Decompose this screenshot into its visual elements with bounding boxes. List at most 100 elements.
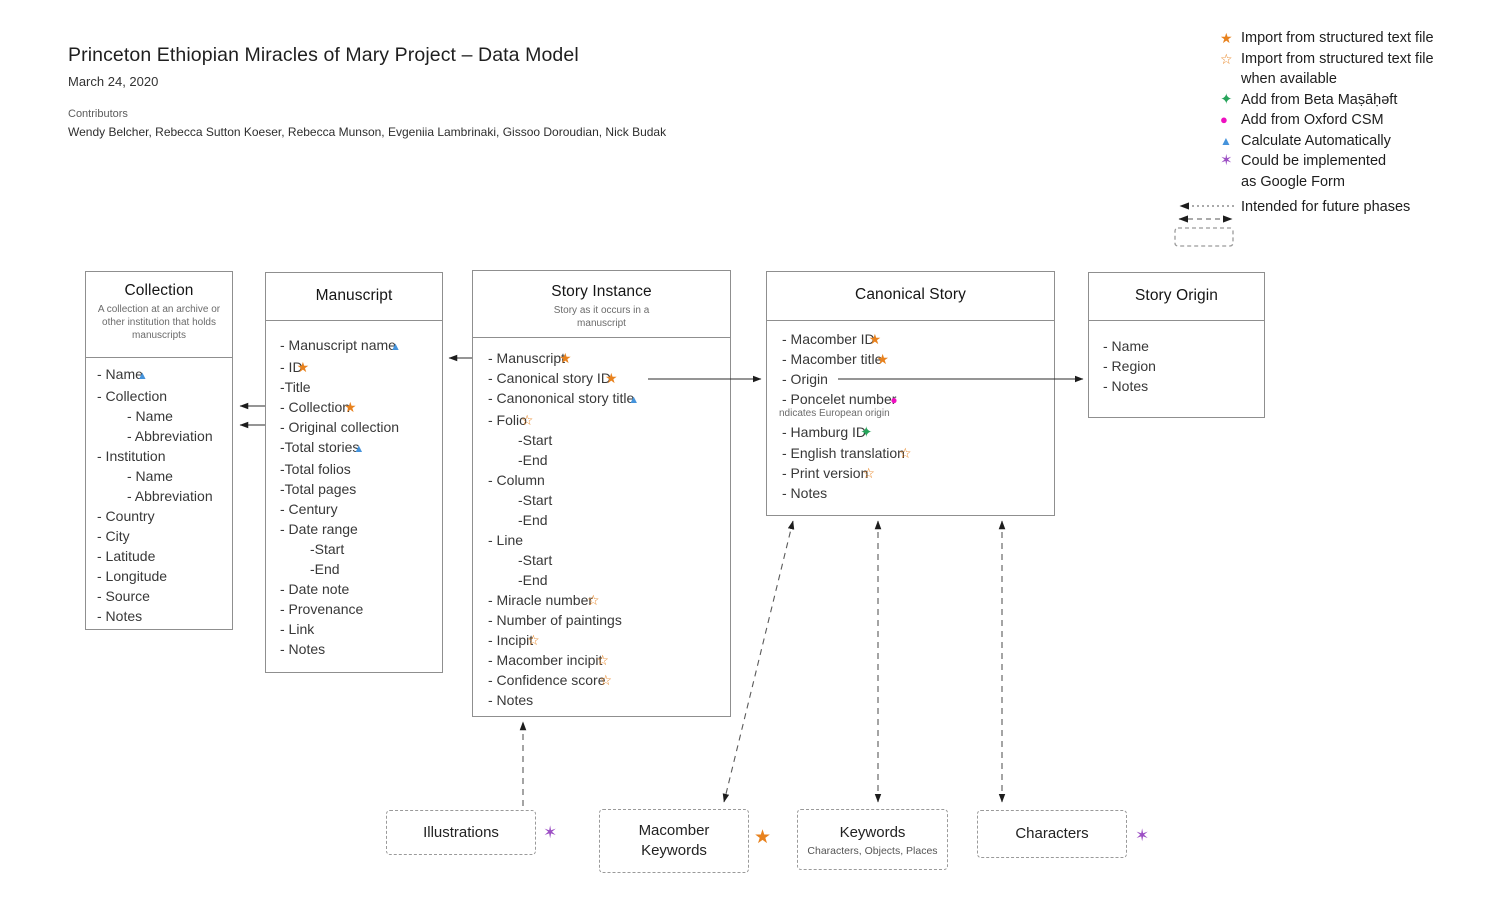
contributors-label: Contributors	[68, 108, 128, 120]
field-label: - Date note	[280, 581, 350, 597]
field-row: -Start	[280, 539, 440, 559]
field-row: - Longitude	[97, 566, 230, 586]
field-label: - Manuscript name	[280, 337, 396, 353]
field-row: -Title	[280, 377, 440, 397]
field-row: - Name	[97, 466, 230, 486]
field-label: - Macomber title	[782, 351, 883, 367]
field-row: - Manuscript★	[488, 348, 728, 368]
entity-header: Canonical Story	[767, 272, 1054, 321]
field-label: - Column	[488, 472, 545, 488]
entity-canonical-story: Canonical Story - Macomber ID★- Macomber…	[766, 271, 1055, 516]
entity-header: Story Origin	[1089, 273, 1264, 321]
field-label: - Link	[280, 621, 315, 637]
legend-label-wrap: Import from structured text file	[1241, 28, 1434, 49]
field-row: - Country	[97, 506, 230, 526]
doc-header: Princeton Ethiopian Miracles of Mary Pro…	[68, 44, 666, 139]
legend-label-line2: as Google Form	[1241, 173, 1345, 190]
field-row: - Notes	[1103, 376, 1262, 396]
legend-label-wrap: Intended for future phases	[1241, 197, 1410, 218]
field-row: - Collection★	[280, 397, 440, 417]
field-label: - Macomber incipit	[488, 652, 603, 668]
field-label: -End	[518, 572, 548, 588]
legend-icon: ★	[1220, 30, 1233, 46]
field-label: -Total stories	[280, 439, 360, 455]
field-row: - Abbreviation	[97, 486, 230, 506]
field-row: - Notes	[782, 483, 1052, 503]
field-row: - Latitude	[97, 546, 230, 566]
field-label: -Start	[518, 552, 553, 568]
field-icon: ★	[604, 370, 618, 386]
field-row: - Source	[97, 586, 230, 606]
entity-title: Story Origin	[1134, 287, 1219, 304]
legend-label: Add from Beta Maṣāḥəft	[1241, 91, 1398, 108]
field-icon: ★	[876, 351, 889, 367]
entity-manuscript: Manuscript - Manuscript name▲- ID★-Title…	[265, 272, 443, 673]
future-box-keywords: Keywords Characters, Objects, Places	[797, 809, 948, 870]
entity-fields: - Manuscript★- Canonical story ID★- Cano…	[473, 338, 730, 710]
field-row: - English translation☆	[782, 443, 1052, 463]
legend-label: Could be implemented	[1241, 153, 1387, 169]
field-label: - Latitude	[97, 548, 156, 564]
future-box-characters: Characters	[977, 810, 1127, 858]
field-label: - Region	[1103, 358, 1156, 374]
field-label: - ID	[280, 359, 303, 375]
field-icon: ★	[344, 399, 357, 415]
field-icon: ☆	[596, 652, 609, 668]
legend-icon: ●	[1220, 112, 1228, 127]
field-row: - Manuscript name▲	[280, 335, 440, 357]
field-icon: ●	[890, 393, 898, 407]
entity-story-instance: Story Instance Story as it occurs in a m…	[472, 270, 731, 717]
field-row: - Collection	[97, 386, 230, 406]
future-box-sublabel: Characters, Objects, Places	[807, 844, 938, 857]
field-row: - ID★	[280, 357, 440, 377]
field-label: - Poncelet number	[782, 391, 897, 407]
field-icon: ▲	[353, 443, 365, 455]
field-label: - Institution	[97, 448, 166, 464]
field-row: - Canononical story title▲	[488, 388, 728, 410]
field-icon: ☆	[599, 672, 613, 688]
field-row: - City	[97, 526, 230, 546]
field-row: -Start	[488, 430, 728, 450]
field-row: - Link	[280, 619, 440, 639]
field-label: - Canonical story ID	[488, 370, 611, 386]
field-row: - Original collection	[280, 417, 440, 437]
legend-label: Import from structured text file	[1241, 50, 1434, 67]
legend-item: Intended for future phases	[1220, 197, 1498, 218]
field-label: - Abbreviation	[127, 428, 213, 444]
entity-header: Manuscript	[266, 273, 442, 321]
field-row: - Macomber incipit☆	[488, 650, 728, 670]
legend-icon: ✶	[1220, 152, 1233, 169]
future-box-macomber-keywords: Macomber Keywords	[599, 809, 749, 873]
field-label: - Longitude	[97, 568, 168, 584]
legend-icon: ✦	[1220, 90, 1233, 108]
field-label: - Name	[127, 408, 173, 424]
field-row: - Date note	[280, 579, 440, 599]
legend-items: ★ Import from structured text file ☆ Imp…	[1220, 28, 1498, 218]
field-icon: ▲	[628, 394, 640, 406]
field-label: - English translation	[782, 445, 905, 461]
field-icon: ☆	[587, 592, 600, 608]
field-row: - Print version☆	[782, 463, 1052, 483]
field-icon: ▲	[136, 370, 148, 382]
field-row: - Canonical story ID★	[488, 368, 728, 388]
page-title: Princeton Ethiopian Miracles of Mary Pro…	[68, 44, 579, 66]
field-label: - Notes	[488, 692, 534, 708]
field-row: - Notes	[97, 606, 230, 626]
field-row: -End	[488, 450, 728, 470]
field-icon: ★	[868, 331, 882, 347]
field-row: - Hamburg ID✦	[782, 422, 1052, 443]
field-icon: ☆	[527, 632, 540, 648]
entity-fields: - Name ▲ - Collection - Name - Abbreviation -…	[86, 358, 232, 626]
entity-header: Collection A collection at an archive or…	[86, 272, 232, 358]
field-label: - Name	[127, 468, 173, 484]
field-label: - Notes	[1103, 378, 1149, 394]
field-icon: ☆	[520, 412, 534, 428]
field-label: - Country	[97, 508, 155, 524]
field-label: - Canononical story title	[488, 390, 635, 406]
entity-collection: Collection A collection at an archive or…	[85, 271, 233, 630]
legend-item: ★ Import from structured text file	[1220, 28, 1498, 49]
future-box-label: Illustrations	[423, 823, 499, 841]
future-box-label: Macomber Keywords	[638, 822, 710, 859]
field-row: - Line	[488, 530, 728, 550]
